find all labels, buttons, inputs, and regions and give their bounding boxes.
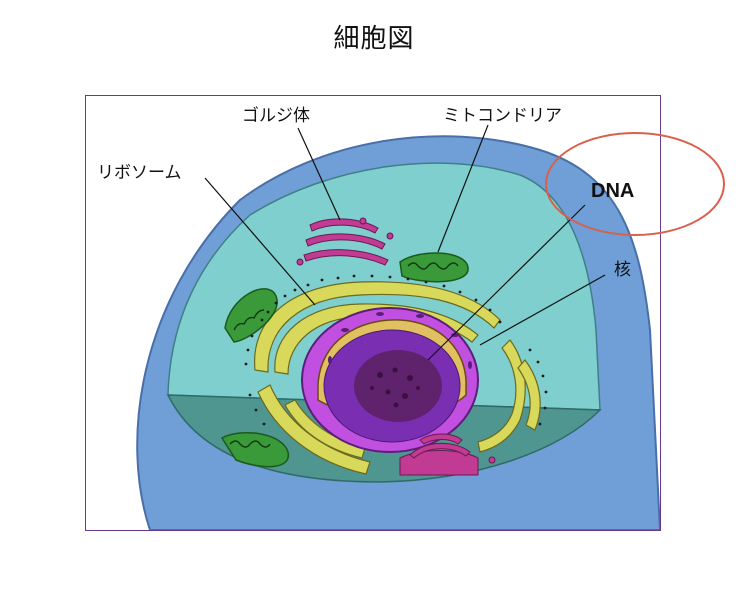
chromatin [354,350,442,422]
label-dna: DNA [591,180,635,202]
highlight-circle [545,132,725,236]
label-mitochondria: ミトコンドリア [443,106,562,126]
mitochondrion-3 [220,432,289,468]
leader-lines [204,124,606,361]
mitochondrion-1 [399,252,469,283]
mitochondrion-2 [224,288,278,343]
nuclear-pores [328,312,472,369]
page-title: 細胞図 [333,24,415,54]
golgi-body [296,217,394,266]
golgi-body-lower [399,433,496,476]
label-golgi: ゴルジ体 [242,106,310,126]
label-nucleus: 核 [614,260,631,280]
label-ribosome: リボソーム [97,163,182,183]
ribosomes [244,274,548,426]
chromatin-texture [370,367,420,408]
